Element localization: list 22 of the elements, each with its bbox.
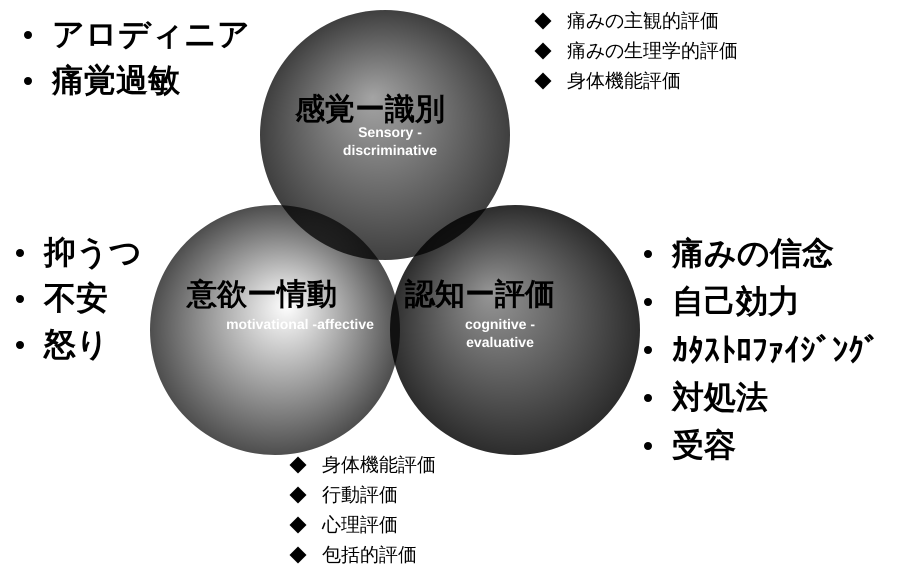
list-item-text: 対処法 xyxy=(672,377,768,418)
list-item-text: 心理評価 xyxy=(322,513,398,538)
list-item-text: 行動評価 xyxy=(322,483,398,508)
list-item-text: 痛みの主観的評価 xyxy=(567,9,719,34)
list-item-text: 怒り xyxy=(44,324,109,365)
list-item-text: 受容 xyxy=(672,425,736,466)
list-item-text: 不安 xyxy=(44,278,108,319)
circle-heading: 認知ー評価 xyxy=(405,280,555,310)
list-item-text: 包括的評価 xyxy=(322,543,417,568)
list-item-text: 身体機能評価 xyxy=(322,453,436,478)
list-item-text: 痛みの生理学的評価 xyxy=(567,39,738,64)
list-item-text: 痛覚過敏 xyxy=(52,60,180,101)
circle-subtitle: cognitive -evaluative xyxy=(464,315,536,352)
circle-subtitle: Sensory -discriminative xyxy=(342,124,438,160)
list-item-text: 抑うつ xyxy=(44,232,142,273)
list-item-text: 自己効力 xyxy=(672,281,800,322)
list-item-text: アロディニア xyxy=(52,14,250,55)
list-item-text: ｶﾀｽﾄﾛﾌｧｲｼﾞﾝｸﾞ xyxy=(672,331,880,369)
list-item-text: 痛みの信念 xyxy=(672,233,834,274)
circle-heading: 意欲ー情動 xyxy=(187,280,337,310)
circle-heading: 感覚ー識別 xyxy=(295,95,445,125)
list-item-text: 身体機能評価 xyxy=(567,69,681,94)
